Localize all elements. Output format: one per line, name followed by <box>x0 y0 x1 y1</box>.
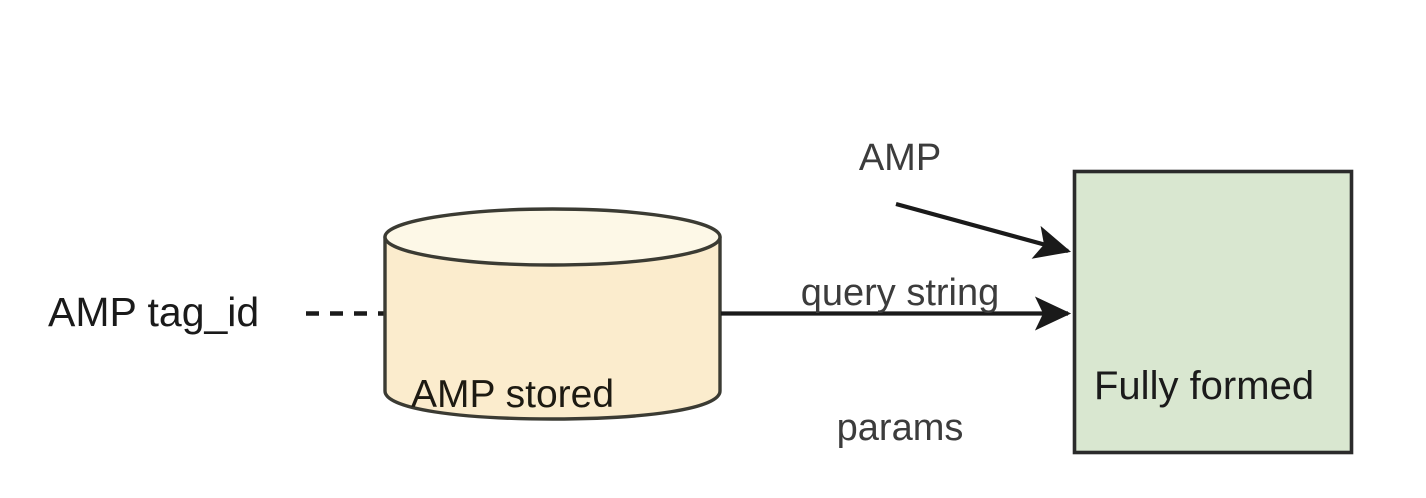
cylinder-caption-line-1: AMP stored <box>411 373 615 416</box>
amp-params-line-3: params <box>836 407 964 449</box>
cylinder-caption: AMP stored request template <box>411 277 702 498</box>
amp-params-line-2: query string <box>800 272 1000 314</box>
ortb-box <box>1072 169 1354 455</box>
ortb-box-caption: Fully formed ORTB <box>1094 266 1314 498</box>
amp-tag-id-label: AMP tag_id <box>48 289 260 335</box>
ortb-caption-line-1: Fully formed <box>1094 364 1315 408</box>
cylinder-top-ellipse <box>383 207 722 267</box>
cylinder-body <box>383 235 722 421</box>
amp-params-line-1: AMP <box>858 137 942 179</box>
amp-query-string-params-label: AMP query string params <box>760 46 1040 498</box>
connector-params-to-ortb <box>895 201 1072 259</box>
